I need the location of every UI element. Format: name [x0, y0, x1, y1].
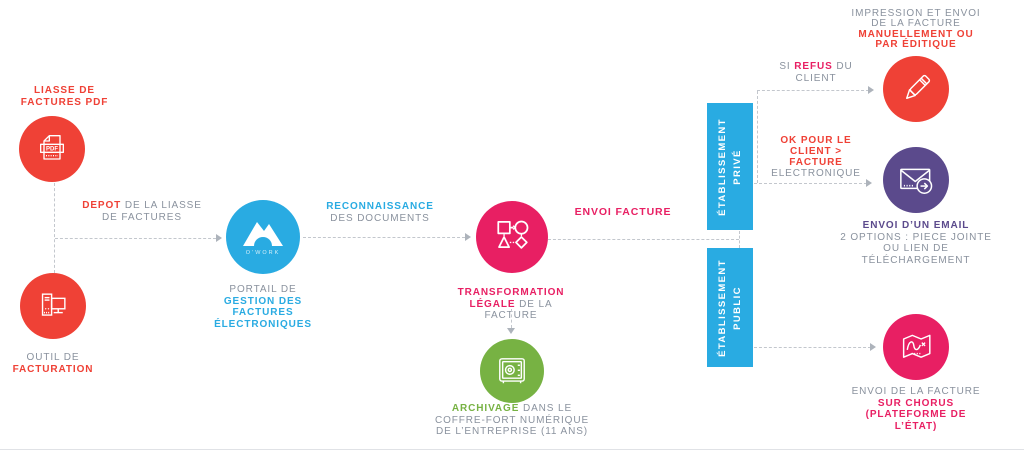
arrowhead-refus — [868, 86, 874, 94]
arrowhead-archive — [507, 328, 515, 334]
connector-deposit — [55, 238, 216, 239]
establishment-public-bar: ÉTABLISSEMENT PUBLIC — [707, 248, 753, 367]
print-node — [883, 56, 949, 122]
connector-refus — [757, 90, 869, 91]
pdf-file-icon: PDF — [30, 127, 74, 171]
owork-mountain-icon: O’WORK — [226, 200, 300, 274]
ok-branch-label: OK POUR LE CLIENT > FACTURE ELECTRONIQUE — [771, 135, 861, 179]
pdf-batch-node: PDF — [19, 116, 85, 182]
flowchart-transformation-icon — [486, 211, 538, 263]
connector-chorus — [754, 347, 871, 348]
transformation-node — [476, 201, 548, 273]
transformation-label: TRANSFORMATION LÉGALE DE LA FACTURE — [457, 287, 565, 321]
connector-recognition — [303, 237, 465, 238]
connector-ok — [754, 183, 867, 184]
chorus-node — [883, 314, 949, 380]
establishment-prive-label: ÉTABLISSEMENT PRIVÉ — [717, 117, 744, 216]
safe-icon — [489, 348, 535, 394]
connector-to-archive — [511, 309, 512, 328]
chorus-outcome-label: ENVOI DE LA FACTURE SUR CHORUS (PLATEFOR… — [851, 386, 981, 432]
archive-node — [480, 339, 544, 403]
deposit-arrow-label: DEPOT DE LA LIASSE DE FACTURES — [82, 200, 202, 223]
pdf-batch-label: LIASSE DE FACTURES PDF — [20, 85, 109, 108]
archive-label: ARCHIVAGE DANS LE COFFRE-FORT NUMÉRIQUE … — [434, 403, 590, 437]
connector-pdf-to-tool — [54, 183, 55, 273]
establishment-prive-bar: ÉTABLISSEMENT PRIVÉ — [707, 103, 753, 230]
envoi-facture-arrow-label: ENVOI FACTURE — [574, 206, 672, 218]
refus-branch-label: SI REFUS DU CLIENT — [779, 61, 853, 84]
recognition-arrow-label: RECONNAISSANCE DES DOCUMENTS — [326, 201, 434, 224]
portal-node: O’WORK — [226, 200, 300, 274]
portal-label: PORTAIL DE GESTION DES FACTURES ÉLECTRON… — [214, 284, 312, 330]
connector-envoi-facture — [548, 239, 739, 240]
pencil-icon — [892, 65, 940, 113]
connector-bars-junction — [739, 231, 740, 248]
svg-text:PDF: PDF — [46, 147, 58, 153]
arrowhead-recognition — [465, 233, 471, 241]
email-node — [883, 147, 949, 213]
email-send-icon — [891, 155, 941, 205]
connector-refus-vertical — [757, 91, 758, 183]
establishment-public-label: ÉTABLISSEMENT PUBLIC — [717, 258, 744, 357]
arrowhead-chorus — [870, 343, 876, 351]
billing-tool-label: OUTIL DE FACTURATION — [12, 352, 94, 375]
billing-computer-icon — [30, 283, 76, 329]
email-outcome-label: ENVOI D’UN EMAIL 2 OPTIONS : PIECE JOINT… — [840, 220, 992, 266]
svg-text:O’WORK: O’WORK — [246, 250, 281, 256]
print-outcome-label: IMPRESSION ET ENVOI DE LA FACTURE MANUEL… — [851, 8, 981, 50]
arrowhead-ok — [866, 179, 872, 187]
map-route-icon — [892, 323, 940, 371]
billing-tool-node — [20, 273, 86, 339]
bottom-divider — [0, 449, 1024, 450]
arrowhead-deposit — [216, 234, 222, 242]
